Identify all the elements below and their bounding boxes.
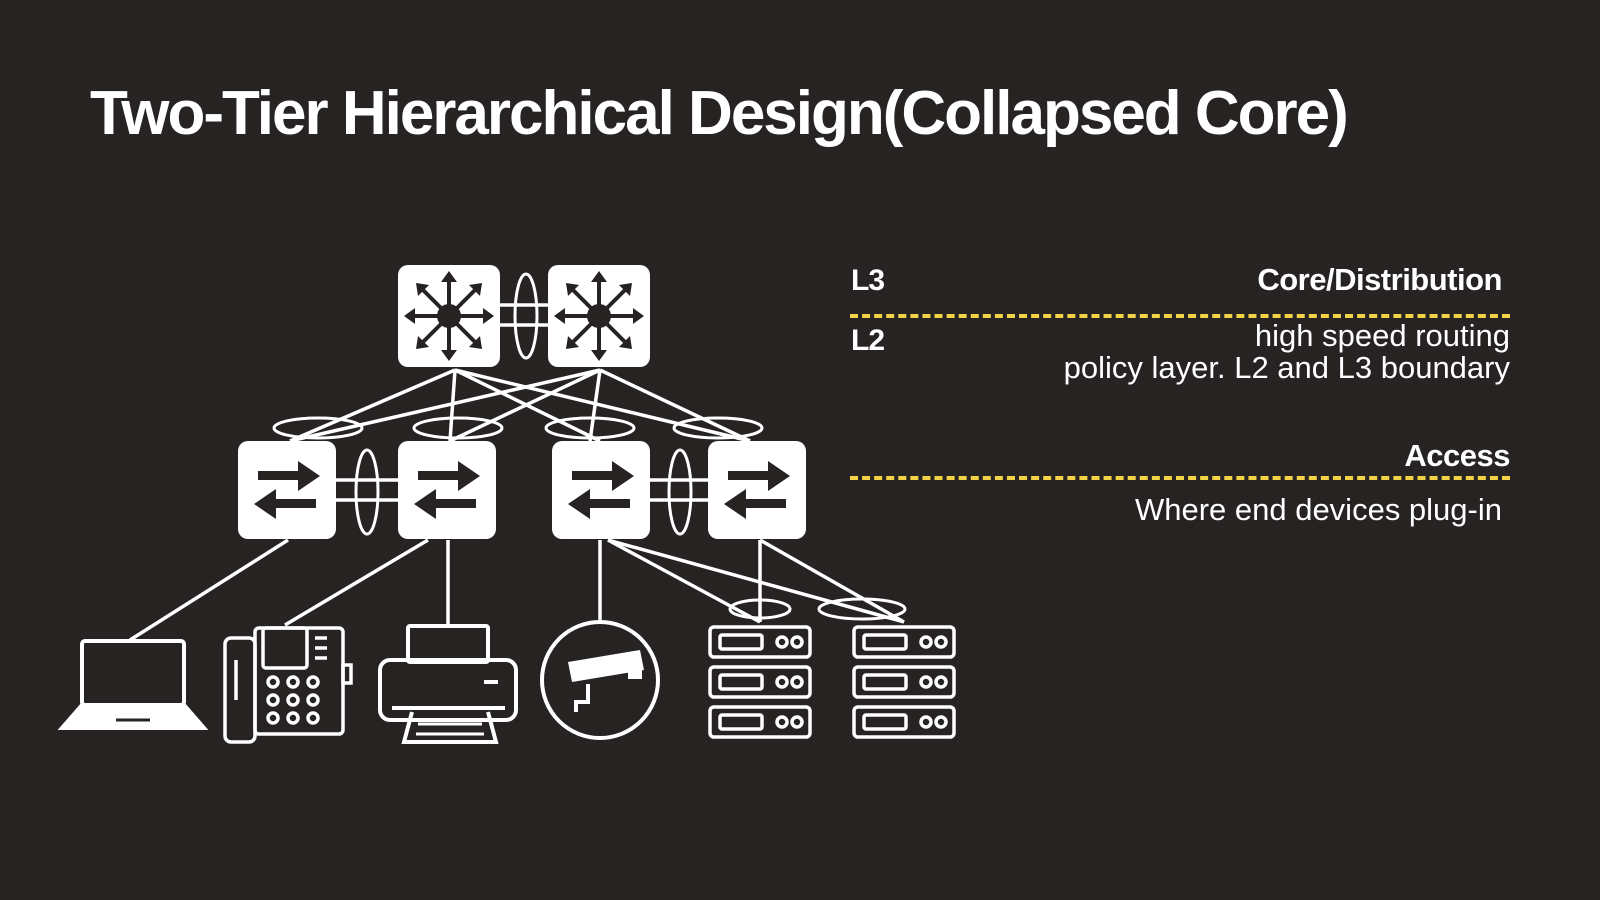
uplink-bundles xyxy=(272,416,764,440)
access-switch-1 xyxy=(238,441,336,539)
ip-phone-icon xyxy=(223,626,353,744)
server-rack-icon-1 xyxy=(708,625,812,739)
uplinks xyxy=(289,368,751,443)
page-title: Two-Tier Hierarchical Design(Collapsed C… xyxy=(90,79,1349,148)
core-description-line1: high speed routing xyxy=(1254,318,1510,353)
security-camera-icon xyxy=(540,620,660,740)
core-switches xyxy=(396,263,652,369)
server-bundles xyxy=(728,597,907,621)
access-description: Where end devices plug-in xyxy=(1134,492,1502,527)
core-distribution-label: Core/Distribution xyxy=(1257,262,1502,297)
access-switch-2 xyxy=(398,441,496,539)
printer-icon xyxy=(378,624,518,744)
access-divider xyxy=(850,476,1510,480)
server-rack-icon-2 xyxy=(852,625,956,739)
l3-tag: L3 xyxy=(851,264,885,297)
laptop-icon xyxy=(57,639,209,730)
l2-tag: L2 xyxy=(851,324,885,357)
access-switches xyxy=(238,441,806,539)
core-switch-2 xyxy=(546,263,652,369)
core-switch-1 xyxy=(396,263,502,369)
downlinks xyxy=(129,538,905,642)
access-switch-4 xyxy=(708,441,806,539)
core-description-line2: policy layer. L2 and L3 boundary xyxy=(1063,350,1510,385)
l3-l2-divider xyxy=(850,314,1510,318)
access-switch-3 xyxy=(552,441,650,539)
access-label: Access xyxy=(1404,438,1510,473)
